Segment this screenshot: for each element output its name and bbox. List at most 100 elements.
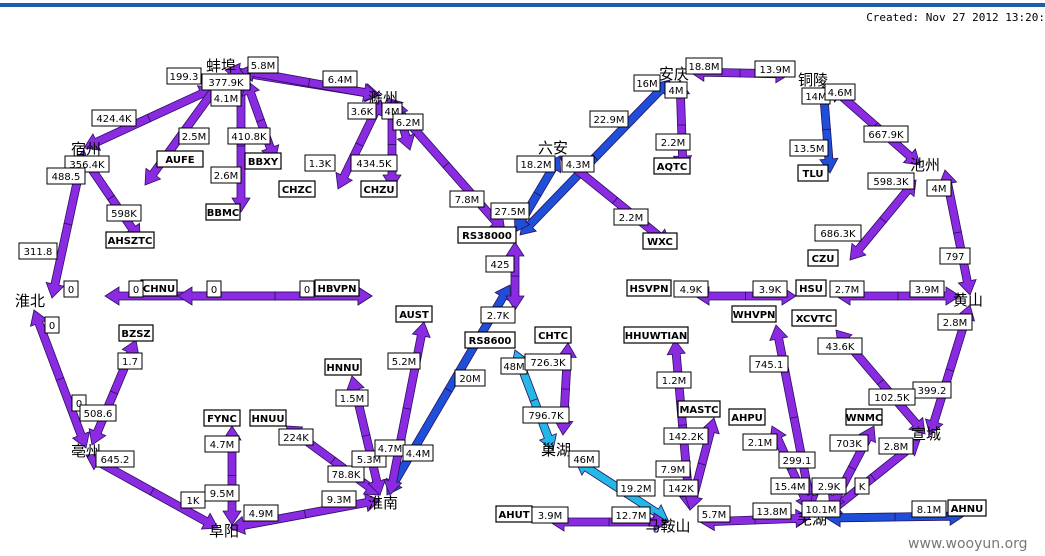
traffic-label-box <box>166 67 202 85</box>
node-hnuu[interactable]: HNUU <box>249 409 287 427</box>
traffic-label-text: 2.7K <box>487 311 510 322</box>
traffic-label-text: 3.9M <box>538 511 563 522</box>
node-aqtc[interactable]: AQTC <box>653 157 691 175</box>
node-hsu[interactable]: HSU <box>795 279 827 297</box>
traffic-label-box <box>210 166 242 184</box>
traffic-label: 0 <box>128 280 144 298</box>
traffic-label-box <box>752 280 788 298</box>
node-hnnu[interactable]: HNNU <box>324 358 362 376</box>
traffic-label-text: 6.2M <box>396 118 421 129</box>
node-fync[interactable]: FYNC <box>203 409 241 427</box>
traffic-label-text: 1K <box>187 496 200 507</box>
node-chzc[interactable]: CHZC <box>278 180 316 198</box>
label-layer: 5.8M6.4M199.31377.9K4.1M424.4K2.5M410.8K… <box>18 56 973 524</box>
traffic-label-text: 13.8M <box>757 507 788 518</box>
traffic-label: 434.5K <box>350 154 398 172</box>
node-czu[interactable]: CZU <box>807 249 839 267</box>
traffic-label-box <box>79 404 117 422</box>
traffic-label-box <box>350 154 398 172</box>
node-text: MASTC <box>679 405 718 416</box>
traffic-label: 2.8M <box>937 313 973 331</box>
traffic-label-box <box>878 437 914 455</box>
traffic-label: 6.2M <box>392 113 424 131</box>
traffic-label-box <box>490 202 530 220</box>
traffic-label-text: 434.5K <box>356 159 392 170</box>
traffic-label-text: 1.7 <box>122 357 138 368</box>
node-ahut[interactable]: AHUT <box>495 505 533 523</box>
traffic-label-text: 2.1M <box>748 438 773 449</box>
node-box <box>791 309 837 327</box>
traffic-label: 10.1M <box>801 500 841 518</box>
node-ahsztc[interactable]: AHSZTC <box>105 231 155 249</box>
traffic-label-text: K <box>859 482 866 493</box>
node-text: XCVTC <box>796 314 833 325</box>
node-wnmc[interactable]: WNMC <box>845 408 883 426</box>
node-rs8600[interactable]: RS8600 <box>464 331 516 349</box>
traffic-label: 3.6K <box>347 102 377 120</box>
node-aust[interactable]: AUST <box>395 305 433 323</box>
node-layer: AUFE BBMC BBXY CHZC CHZU AHSZTC CHNU HBVPN BZSZ A… <box>105 150 987 523</box>
link-arrow <box>45 222 73 299</box>
traffic-label-box <box>752 502 792 520</box>
traffic-label-text: 1.2M <box>662 376 687 387</box>
traffic-label-box <box>868 388 916 406</box>
city-label-huainan: 淮南 <box>368 494 398 512</box>
traffic-label-box <box>44 316 60 334</box>
traffic-label-text: 424.4K <box>96 114 132 125</box>
city-layer: 蚌埠滁州宿州淮北亳州阜阳淮南六安安庆铜陵池州黄山宣城芜湖马鞍山巢湖 <box>15 57 983 540</box>
node-rs38000[interactable]: RS38000 <box>457 226 517 244</box>
node-bbxy[interactable]: BBXY <box>244 152 282 170</box>
node-box <box>205 203 241 221</box>
traffic-label-box <box>322 70 358 88</box>
node-text: HNUU <box>252 414 285 425</box>
traffic-label-text: 598.3K <box>873 177 909 188</box>
traffic-label-box <box>243 504 279 522</box>
node-chnu[interactable]: CHNU <box>140 279 178 297</box>
traffic-label-box <box>656 371 692 389</box>
traffic-label-box <box>18 242 58 260</box>
traffic-label-text: 199.3 <box>170 72 199 83</box>
node-text: RS8600 <box>469 336 512 347</box>
traffic-label-text: 14M <box>805 92 826 103</box>
traffic-label: 19.2M <box>616 479 656 497</box>
traffic-label: 667.9K <box>863 125 909 143</box>
node-aufe[interactable]: AUFE <box>156 150 204 168</box>
traffic-label-box <box>663 427 709 445</box>
traffic-label-text: 4M <box>385 107 400 118</box>
traffic-label-text: 5.3M <box>357 455 382 466</box>
traffic-label-text: 4.9M <box>249 509 274 520</box>
node-whvpn[interactable]: WHVPN <box>731 305 777 323</box>
traffic-label-text: 43.6K <box>826 342 855 353</box>
node-text: AHSZTC <box>108 236 153 247</box>
node-xcvtc[interactable]: XCVTC <box>791 309 837 327</box>
traffic-label-text: 2.5M <box>182 132 207 143</box>
traffic-label-box <box>829 434 869 452</box>
traffic-label-text: 2.8M <box>943 318 968 329</box>
node-tlu[interactable]: TLU <box>797 164 829 182</box>
traffic-label-text: 0 <box>68 285 74 296</box>
node-hbvpn[interactable]: HBVPN <box>314 279 360 297</box>
traffic-label-text: 3.6K <box>351 107 374 118</box>
node-text: WXC <box>647 237 673 248</box>
node-ahnu[interactable]: AHNU <box>947 499 987 517</box>
node-bzsz[interactable]: BZSZ <box>118 324 154 342</box>
city-label-anqing: 安庆 <box>659 65 689 83</box>
node-hsvpn[interactable]: HSVPN <box>626 279 672 297</box>
node-chtc[interactable]: CHTC <box>534 326 572 344</box>
node-wxc[interactable]: WXC <box>642 232 678 250</box>
node-box <box>457 226 517 244</box>
traffic-label-box <box>697 505 731 523</box>
city-label-xuancheng: 宣城 <box>911 425 941 443</box>
traffic-label: 1.3K <box>304 154 336 172</box>
node-ahpu[interactable]: AHPU <box>728 408 766 426</box>
traffic-label-text: 410.8K <box>231 132 267 143</box>
node-hhuwtian[interactable]: HHUWTIAN <box>623 326 689 344</box>
traffic-label: 425 <box>485 255 515 273</box>
node-mastc[interactable]: MASTC <box>677 400 721 418</box>
traffic-label-text: 2.7M <box>835 285 860 296</box>
node-bbmc[interactable]: BBMC <box>205 203 241 221</box>
node-text: CHTC <box>538 331 568 342</box>
traffic-label-text: 4.7M <box>210 440 235 451</box>
node-chzu[interactable]: CHZU <box>360 180 398 198</box>
